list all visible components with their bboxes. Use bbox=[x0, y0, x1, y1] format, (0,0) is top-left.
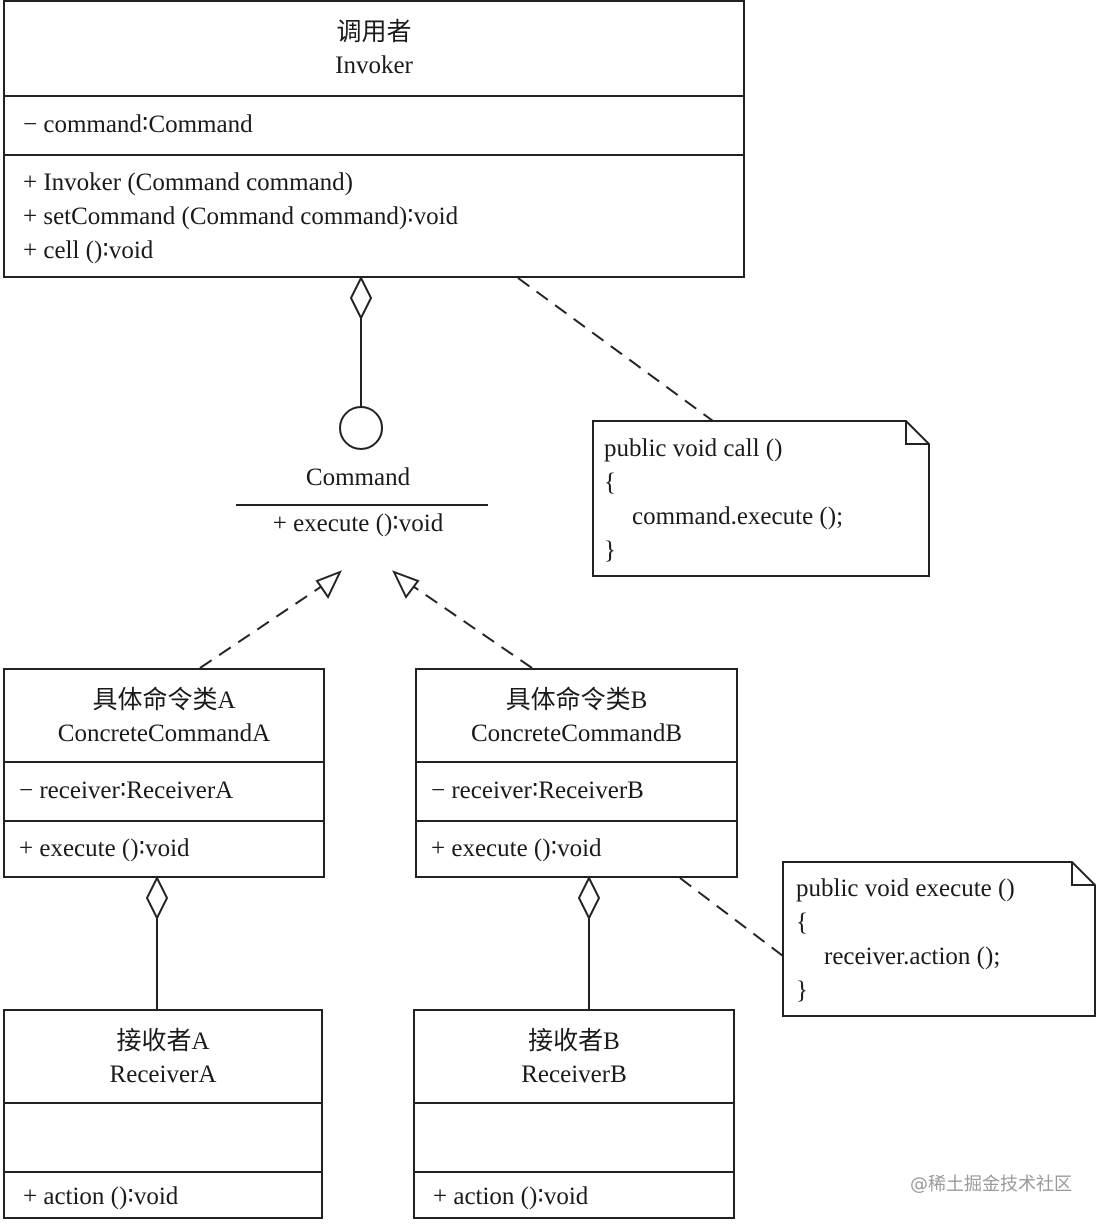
concrete-b-attributes-section: − receiver∶ReceiverB bbox=[417, 761, 736, 820]
receiver-b-name-en: ReceiverB bbox=[521, 1061, 627, 1088]
concrete-b-note-link bbox=[679, 877, 784, 957]
concrete-a-name-section: 具体命令类A ConcreteCommandA bbox=[5, 670, 323, 761]
note-execute-line: } bbox=[796, 977, 808, 1004]
concrete-b-attribute: − receiver∶ReceiverB bbox=[431, 777, 644, 804]
command-interface-name: Command bbox=[305, 464, 411, 491]
invoker-class: 调用者 Invoker − command∶Command + Invoker … bbox=[3, 0, 745, 278]
note-call-line: } bbox=[604, 537, 616, 564]
note-call: public void call () { command.execute ()… bbox=[604, 432, 843, 568]
note-execute-outline bbox=[782, 861, 1096, 1017]
receiver-b-method: + action ()∶void bbox=[433, 1183, 589, 1210]
invoker-methods-section: + Invoker (Command command) + setCommand… bbox=[5, 154, 743, 268]
realization-line-b bbox=[403, 579, 533, 669]
realization-arrowhead-b bbox=[392, 570, 420, 599]
concrete-a-method: + execute ()∶void bbox=[19, 835, 190, 862]
receiver-b-attributes-section bbox=[415, 1102, 733, 1171]
note-call-line: public void call () bbox=[604, 435, 783, 462]
aggregation-diamond-b bbox=[577, 875, 601, 921]
invoker-name-section: 调用者 Invoker bbox=[5, 2, 743, 95]
note-execute-line: { bbox=[796, 909, 808, 936]
invoker-name-cn: 调用者 bbox=[336, 19, 412, 46]
note-call-outline bbox=[592, 420, 930, 577]
note-execute-line: public void execute () bbox=[796, 875, 1015, 902]
receiver-a-class: 接收者A ReceiverA + action ()∶void bbox=[3, 1009, 323, 1219]
concrete-b-name-cn: 具体命令类B bbox=[505, 687, 648, 714]
invoker-method: + Invoker (Command command) bbox=[23, 169, 353, 196]
invoker-attribute: − command∶Command bbox=[23, 111, 253, 138]
concrete-b-method: + execute ()∶void bbox=[431, 835, 602, 862]
note-execute-line: receiver.action (); bbox=[824, 943, 1001, 970]
aggregation-diamond-a bbox=[145, 875, 169, 921]
concrete-b-name-en: ConcreteCommandB bbox=[470, 720, 683, 747]
invoker-method: + cell ()∶void bbox=[23, 237, 154, 264]
receiver-a-name-en: ReceiverA bbox=[109, 1061, 217, 1088]
concrete-b-name-section: 具体命令类B ConcreteCommandB bbox=[417, 670, 736, 761]
note-call-line: command.execute (); bbox=[632, 503, 844, 530]
concrete-a-name-en: ConcreteCommandA bbox=[57, 720, 271, 747]
note-call-fold bbox=[905, 421, 929, 445]
invoker-attributes-section: − command∶Command bbox=[5, 95, 743, 154]
concrete-a-attribute: − receiver∶ReceiverA bbox=[19, 777, 234, 804]
aggregation-diamond-invoker bbox=[349, 275, 373, 321]
concrete-b-methods-section: + execute ()∶void bbox=[417, 820, 736, 866]
command-interface-method: + execute ()∶void bbox=[272, 510, 444, 537]
receiver-b-methods-section: + action ()∶void bbox=[415, 1171, 733, 1214]
concrete-command-a-class: 具体命令类A ConcreteCommandA − receiver∶Recei… bbox=[3, 668, 325, 878]
receiver-a-name-cn: 接收者A bbox=[116, 1028, 210, 1055]
receiver-a-attributes-section bbox=[5, 1102, 321, 1171]
note-execute: public void execute () { receiver.action… bbox=[796, 872, 1015, 1008]
watermark: @稀土掘金技术社区 bbox=[910, 1174, 1072, 1195]
invoker-note-link bbox=[517, 277, 714, 422]
note-execute-fold bbox=[1071, 862, 1095, 886]
receiver-b-name-section: 接收者B ReceiverB bbox=[415, 1011, 733, 1102]
receiver-a-methods-section: + action ()∶void bbox=[5, 1171, 321, 1214]
note-call-line: { bbox=[604, 469, 616, 496]
invoker-name-en: Invoker bbox=[335, 52, 413, 79]
receiver-a-method: + action ()∶void bbox=[23, 1183, 179, 1210]
concrete-a-methods-section: + execute ()∶void bbox=[5, 820, 323, 866]
receiver-a-name-section: 接收者A ReceiverA bbox=[5, 1011, 321, 1102]
realization-arrowhead-a bbox=[315, 570, 343, 599]
invoker-method: + setCommand (Command command)∶void bbox=[23, 203, 459, 230]
realization-line-a bbox=[199, 579, 332, 669]
concrete-a-name-cn: 具体命令类A bbox=[92, 687, 236, 714]
interface-lollipop-circle bbox=[339, 406, 383, 450]
concrete-command-b-class: 具体命令类B ConcreteCommandB − receiver∶Recei… bbox=[415, 668, 738, 878]
receiver-b-name-cn: 接收者B bbox=[528, 1028, 620, 1055]
concrete-a-attributes-section: − receiver∶ReceiverA bbox=[5, 761, 323, 820]
receiver-b-class: 接收者B ReceiverB + action ()∶void bbox=[413, 1009, 735, 1219]
